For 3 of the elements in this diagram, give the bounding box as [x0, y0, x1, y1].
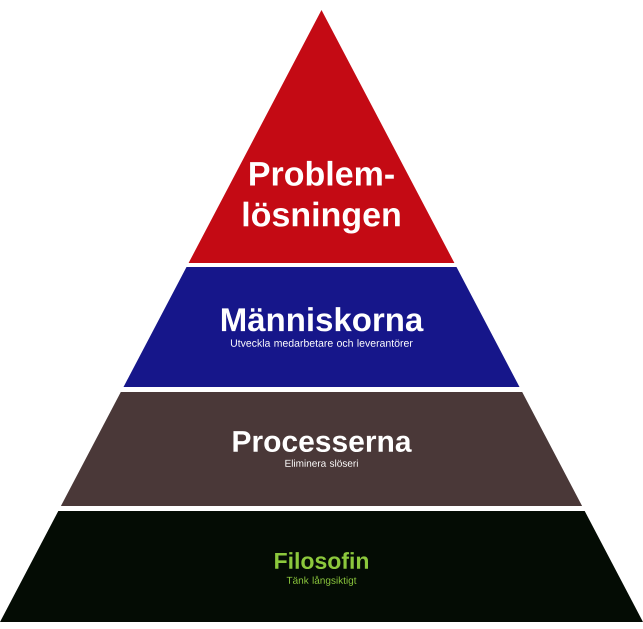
pyramid-band: Människorna Utveckla medarbetare och leverantörer: [124, 266, 520, 387]
pyramid-band: Processerna Eliminera slöseri: [60, 392, 582, 506]
pyramid-band: Problem- lösningen: [188, 10, 454, 263]
